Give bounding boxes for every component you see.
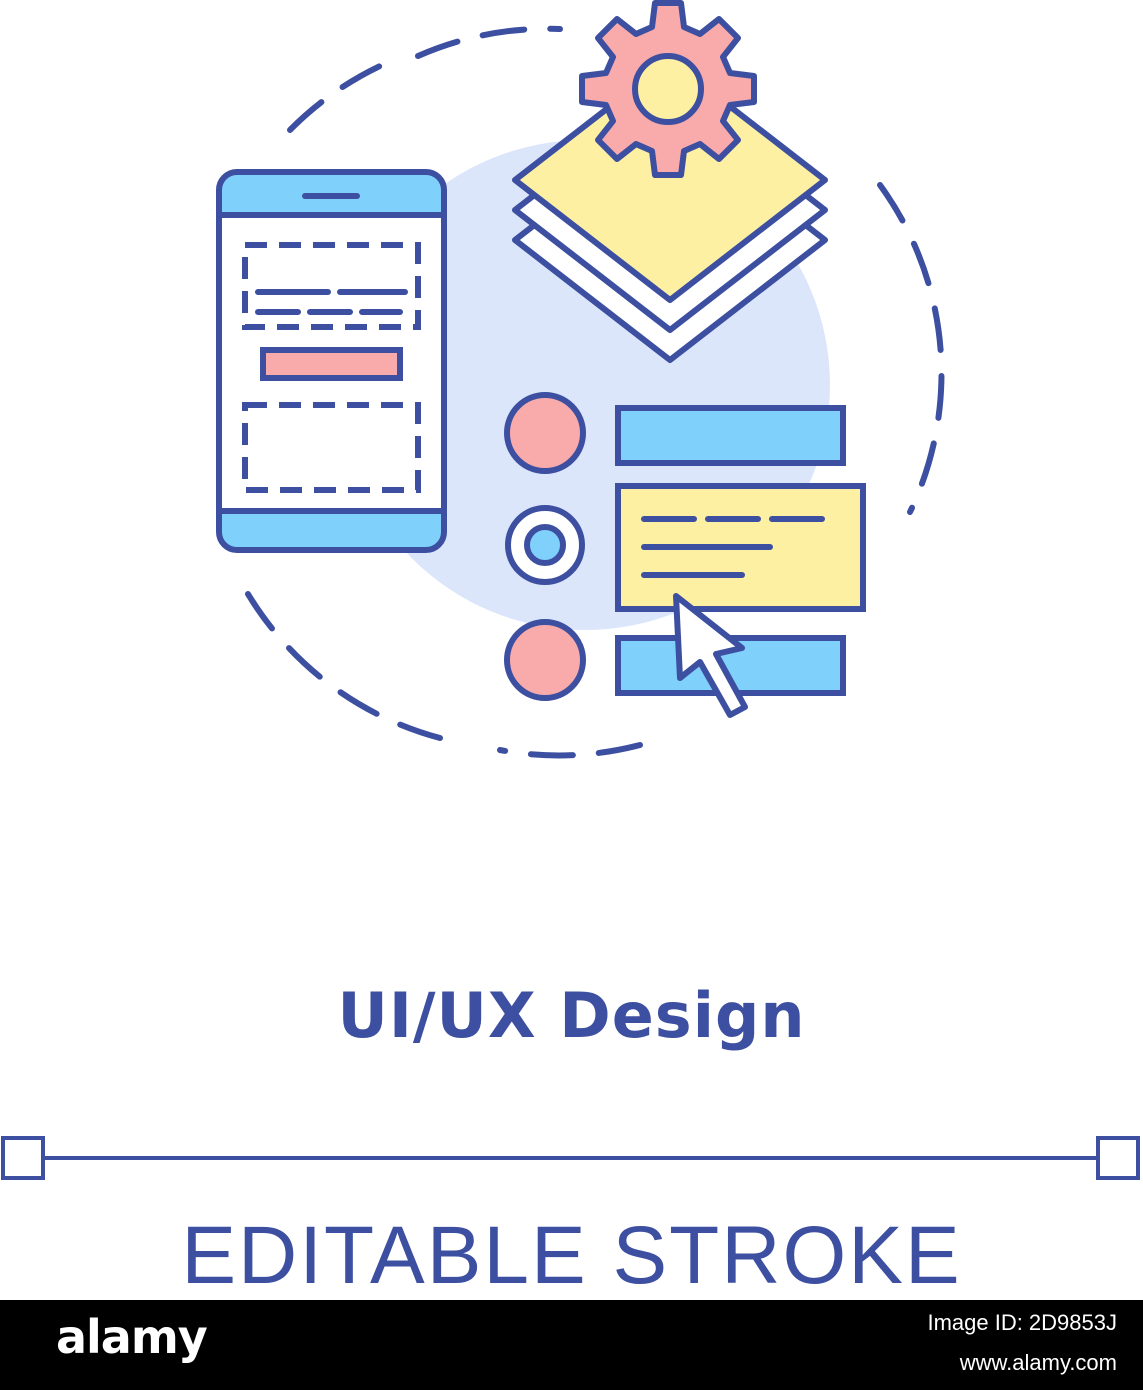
- stroke-handle-right: [1096, 1136, 1140, 1180]
- site-url: www.alamy.com: [959, 1350, 1117, 1375]
- page-title: UI/UX Design: [337, 979, 806, 1052]
- footer-bar: alamy Image ID: 2D9853J www.alamy.com: [0, 1300, 1143, 1390]
- brand-logo: alamy: [56, 1310, 208, 1364]
- cursor-icon: [673, 593, 748, 718]
- radio-button-icon: [504, 392, 586, 701]
- gear-icon: [579, 0, 757, 178]
- editable-stroke-label: EDITABLE STROKE: [181, 1210, 962, 1301]
- ui-ux-design-illustration: [216, 0, 945, 759]
- text-card-icon: [615, 483, 866, 612]
- dashed-ring: [237, 25, 945, 759]
- image-id-text: Image ID: 2D9853J: [927, 1310, 1117, 1335]
- phone-icon: [216, 169, 447, 553]
- stroke-handle-left: [1, 1136, 45, 1180]
- editable-stroke-line: [1, 1136, 1140, 1180]
